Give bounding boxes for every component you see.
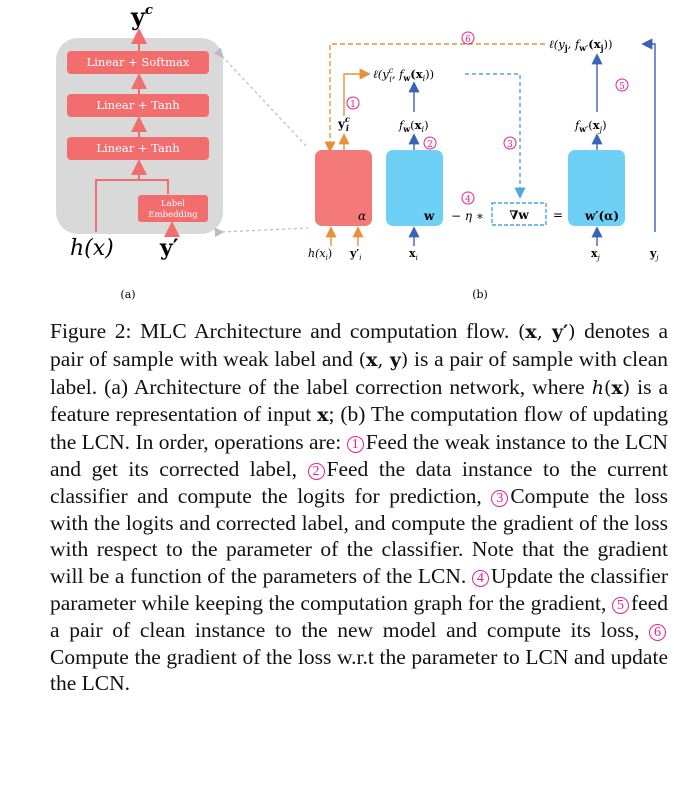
clean-loss-label: ℓ(yj, fw′(xj)) — [549, 37, 612, 53]
step4-circle: 4 — [471, 570, 489, 588]
layer-linear-tanh-2 — [67, 94, 209, 117]
step1-circle: 1 — [346, 436, 364, 454]
step4-marker — [461, 191, 475, 205]
layer-linear-tanh-2-label: Linear + Tanh — [96, 98, 180, 112]
caption-label: Figure 2: — [50, 319, 132, 343]
input-xi: xi — [409, 247, 418, 262]
step1-number: 1 — [350, 100, 356, 110]
step6-number: 6 — [465, 35, 471, 45]
step2-marker — [423, 136, 437, 150]
figure-diagram: yc Linear + Softmax Linear + Tanh Linear… — [56, 2, 659, 301]
updated-classifier-w-prime: w′(α) — [584, 209, 619, 223]
input-yj: yj — [649, 247, 659, 262]
updated-classifier-block — [568, 150, 625, 226]
figure-caption: Figure 2: MLC Architecture and computati… — [50, 319, 669, 696]
step3-dashed-arrow — [465, 73, 526, 199]
arrow-merge-junction — [95, 179, 169, 232]
input-hx: h(x) — [70, 236, 114, 261]
step5-marker — [615, 78, 629, 92]
subcaption-a: (a) — [120, 288, 135, 301]
label-embedding-line1: Label — [161, 199, 185, 209]
zoom-line-top — [213, 47, 309, 149]
gradient-label: ∇w — [509, 208, 529, 222]
step4-number: 4 — [465, 195, 471, 205]
step5-circle: 5 — [612, 596, 629, 614]
subcaption-b: (b) — [472, 288, 488, 301]
step2-number: 2 — [427, 140, 433, 150]
input-y-prime: y′ — [159, 235, 179, 261]
input-xj: xj — [591, 247, 601, 262]
equals-sign: = — [553, 208, 563, 222]
step6-dashed-arrow — [324, 43, 545, 153]
layer-linear-softmax — [67, 51, 209, 74]
step6-circle: 6 — [649, 623, 667, 641]
input-hxi: h(xi) — [308, 247, 332, 262]
layer-linear-tanh-1-label: Linear + Tanh — [96, 141, 180, 155]
yj-loss-arrow — [641, 38, 656, 232]
classifier-w: w — [423, 209, 435, 223]
step2-circle: 2 — [307, 462, 325, 480]
classifier-block — [386, 150, 443, 226]
gradient-box — [491, 202, 547, 226]
input-yi-prime: y′i — [349, 247, 362, 262]
step6-marker — [461, 31, 475, 45]
step1-marker — [346, 96, 360, 110]
lcn-block — [315, 150, 372, 226]
zoom-line-bottom — [214, 227, 309, 238]
step3-marker — [503, 136, 517, 150]
layer-linear-tanh-1 — [67, 137, 209, 160]
label-embedding-block — [138, 195, 208, 222]
label-embedding-line2: Embedding — [148, 210, 198, 220]
layer-linear-softmax-label: Linear + Softmax — [87, 55, 190, 69]
fw-label: fw(xi) — [398, 118, 429, 134]
step3-circle: 3 — [491, 489, 509, 507]
update-operator: − η ∗ — [451, 209, 484, 223]
fw-prime-label: fw′(xj) — [574, 118, 607, 134]
step5-number: 5 — [619, 82, 625, 92]
lcn-alpha: α — [358, 209, 366, 223]
panel-a: yc Linear + Softmax Linear + Tanh Linear… — [56, 2, 223, 301]
output-label-yc: yc — [130, 2, 153, 31]
step1-to-loss-arrow — [343, 68, 371, 116]
step3-number: 3 — [507, 140, 513, 150]
